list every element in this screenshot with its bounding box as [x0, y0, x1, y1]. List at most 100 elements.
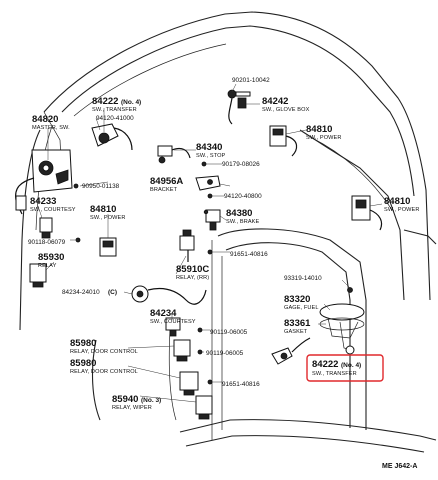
label-84810-upper: 84810 SW., POWER — [306, 124, 342, 141]
svg-text:84234-24010: 84234-24010 — [62, 289, 100, 296]
label-90119-06005-upper: 90119-06005 — [210, 329, 248, 336]
label-83320: 83320 GAGE, FUEL — [284, 294, 319, 311]
svg-text:90119-06005: 90119-06005 — [210, 329, 248, 336]
label-84222-top: 84222 (No. 4) SW., TRANSFER — [92, 96, 141, 113]
label-84242: 84242 SW., GLOVE BOX — [262, 96, 310, 113]
power-switch-upper-right-part — [269, 125, 298, 157]
svg-text:84222: 84222 — [312, 359, 338, 370]
courtesy-switch-84234-part — [165, 317, 181, 337]
svg-text:84233: 84233 — [30, 196, 56, 207]
svg-text:SW., TRANSFER: SW., TRANSFER — [92, 107, 137, 113]
svg-text:85980: 85980 — [70, 358, 96, 369]
svg-text:SW., COURTESY: SW., COURTESY — [30, 207, 76, 213]
svg-text:(C): (C) — [108, 289, 117, 296]
svg-text:(No. 3): (No. 3) — [141, 397, 161, 404]
svg-text:91651-40816: 91651-40816 — [222, 381, 260, 388]
svg-text:90179-08026: 90179-08026 — [222, 161, 260, 168]
svg-text:ME J642-A: ME J642-A — [382, 463, 417, 470]
label-83361: 83361 GASKET — [284, 318, 311, 335]
svg-text:SW., COURTESY: SW., COURTESY — [150, 319, 196, 325]
bracket-part — [195, 175, 221, 191]
svg-text:85930: 85930 — [38, 252, 64, 263]
svg-text:84810: 84810 — [90, 204, 116, 215]
svg-text:MASTER, SW.: MASTER, SW. — [32, 125, 70, 131]
highlight-box — [306, 354, 384, 382]
bolt-90201-part — [227, 89, 251, 125]
label-85930: 85930 RELAY — [38, 252, 64, 269]
svg-text:94120-40800: 94120-40800 — [224, 193, 262, 200]
svg-text:SW., POWER: SW., POWER — [384, 207, 420, 213]
svg-text:85980: 85980 — [70, 338, 96, 349]
label-90118-06079: 90118-06079 — [28, 239, 66, 246]
svg-text:84810: 84810 — [384, 196, 410, 207]
svg-text:84380: 84380 — [226, 208, 252, 219]
svg-text:GASKET: GASKET — [284, 329, 308, 335]
svg-text:84820: 84820 — [32, 114, 58, 125]
relay-85910c-part — [179, 229, 195, 262]
svg-text:GAGE, FUEL: GAGE, FUEL — [284, 305, 319, 311]
leader-lines — [37, 83, 383, 403]
vehicle-body-outline — [19, 11, 437, 453]
svg-text:RELAY, (RR): RELAY, (RR) — [176, 275, 209, 281]
label-84810-middle: 84810 SW., POWER — [90, 204, 126, 221]
power-switch-middle-part — [99, 237, 117, 257]
label-94120-41000: 94120-41000 — [96, 115, 134, 122]
wiper-relay-part — [195, 395, 213, 420]
svg-text:90118-06079: 90118-06079 — [28, 239, 66, 246]
label-90950-01138: 90950-01138 — [82, 183, 120, 190]
stop-switch-part — [157, 145, 191, 164]
svg-text:84340: 84340 — [196, 142, 222, 153]
label-85910c: 85910C RELAY, (RR) — [176, 264, 209, 281]
label-84340: 84340 SW., STOP — [196, 142, 226, 159]
svg-text:90201-10042: 90201-10042 — [232, 77, 270, 84]
svg-text:SW., BRAKE: SW., BRAKE — [226, 219, 259, 225]
svg-text:RELAY, WIPER: RELAY, WIPER — [112, 405, 152, 411]
courtesy-switch-door-part — [131, 285, 207, 305]
door-control-relay-2-part — [179, 371, 199, 396]
label-84234: 84234 SW., COURTESY — [150, 308, 196, 325]
svg-text:SW., STOP: SW., STOP — [196, 153, 226, 159]
svg-text:91651-40816: 91651-40816 — [230, 251, 268, 258]
svg-text:84234: 84234 — [150, 308, 177, 319]
label-93319-14010: 93319-14010 — [284, 275, 322, 282]
svg-text:85940: 85940 — [112, 394, 138, 405]
glove-box-switch-part — [237, 97, 247, 109]
label-90119-06005-lower: 90119-06005 — [206, 350, 244, 357]
label-84820: 84820 MASTER, SW. — [32, 114, 70, 131]
svg-text:84956A: 84956A — [150, 176, 183, 187]
label-85940: 85940 (No. 3) RELAY, WIPER — [112, 394, 161, 411]
power-switch-right-part — [351, 195, 383, 231]
svg-text:(No. 4): (No. 4) — [341, 362, 361, 369]
svg-text:84242: 84242 — [262, 96, 288, 107]
label-90201-10042: 90201-10042 — [232, 77, 270, 84]
label-91651-40816-upper: 91651-40816 — [230, 251, 268, 258]
svg-text:BRACKET: BRACKET — [150, 187, 178, 193]
fuel-gage-part — [319, 303, 365, 355]
label-94120-40800: 94120-40800 — [224, 193, 262, 200]
label-84956a: 84956A BRACKET — [150, 176, 183, 193]
label-84380: 84380 SW., BRAKE — [226, 208, 259, 225]
label-90179-08026: 90179-08026 — [222, 161, 260, 168]
svg-text:94120-41000: 94120-41000 — [96, 115, 134, 122]
relay-85930-part — [29, 263, 47, 288]
label-84810-right: 84810 SW., POWER — [384, 196, 420, 213]
svg-text:RELAY: RELAY — [38, 263, 57, 269]
svg-text:(No. 4): (No. 4) — [121, 99, 141, 106]
door-control-relay-1-part — [173, 339, 191, 362]
svg-text:83361: 83361 — [284, 318, 311, 329]
svg-text:RELAY, DOOR CONTROL: RELAY, DOOR CONTROL — [70, 349, 138, 355]
svg-text:SW., TRANSFER: SW., TRANSFER — [312, 371, 357, 377]
svg-text:SW., GLOVE BOX: SW., GLOVE BOX — [262, 107, 310, 113]
svg-text:SW., POWER: SW., POWER — [306, 135, 342, 141]
svg-text:83320: 83320 — [284, 294, 310, 305]
label-84222-highlighted: 84222 (No. 4) SW., TRANSFER — [306, 354, 384, 382]
svg-text:90950-01138: 90950-01138 — [82, 183, 120, 190]
label-84234-24010: 84234-24010 (C) — [62, 289, 117, 296]
transfer-switch-top-part — [91, 123, 133, 151]
svg-text:93319-14010: 93319-14010 — [284, 275, 322, 282]
master-switch-part — [15, 149, 73, 215]
svg-text:90119-06005: 90119-06005 — [206, 350, 244, 357]
label-91651-40816-lower: 91651-40816 — [222, 381, 260, 388]
svg-text:SW., POWER: SW., POWER — [90, 215, 126, 221]
